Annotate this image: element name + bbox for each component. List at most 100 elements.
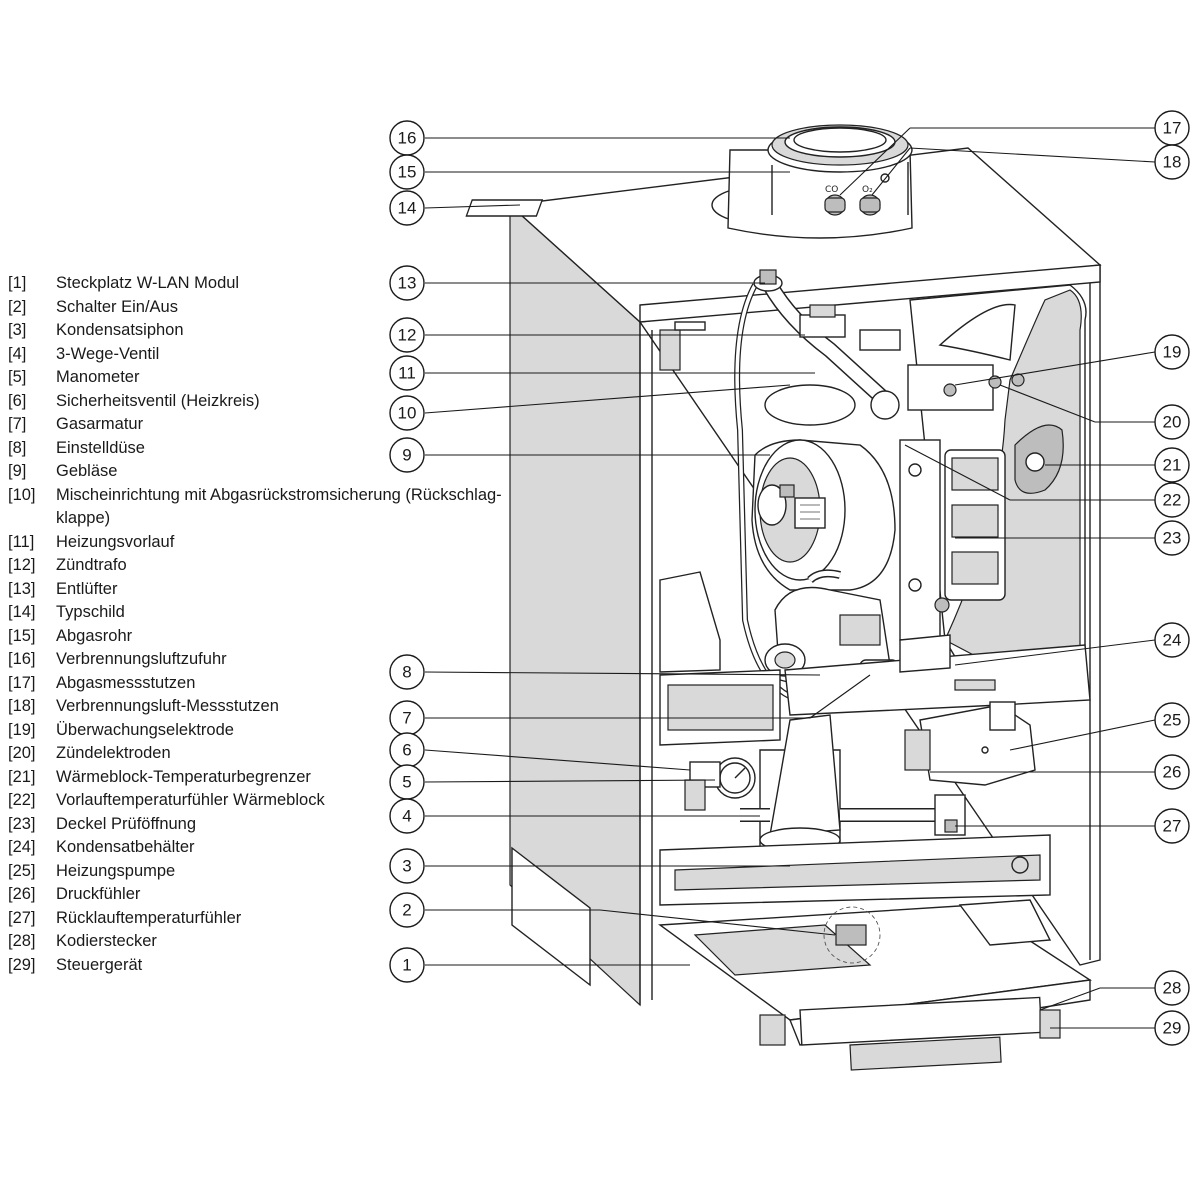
callout-3: 3 bbox=[389, 848, 425, 884]
legend-number: [16] bbox=[8, 650, 36, 668]
three-way-valve bbox=[740, 794, 966, 836]
callout-25: 25 bbox=[1154, 702, 1190, 738]
legend-label: Heizungspumpe bbox=[56, 861, 176, 880]
fan-blower bbox=[751, 384, 896, 591]
legend-item: [1]Steckplatz W-LAN Modul bbox=[8, 272, 508, 296]
callout-1: 1 bbox=[389, 947, 425, 983]
callout-number: 17 bbox=[1163, 119, 1182, 138]
callout-7: 7 bbox=[389, 700, 425, 736]
callout-number: 12 bbox=[398, 326, 417, 345]
legend-item: [4] 3-Wege-Ventil bbox=[8, 343, 508, 367]
legend-item: [8]Einstelldüse bbox=[8, 437, 508, 461]
legend-number: [7] bbox=[8, 415, 27, 433]
legend-number: [14] bbox=[8, 603, 36, 621]
callout-12: 12 bbox=[389, 317, 425, 353]
legend-label: Vorlauftemperaturfühler Wärmeblock bbox=[56, 791, 325, 809]
legend-item: [15]Abgasrohr bbox=[8, 625, 508, 649]
legend-label: Kodierstecker bbox=[56, 932, 157, 950]
callout-number: 20 bbox=[1163, 413, 1182, 432]
legend-item: [2]Schalter Ein/Aus bbox=[8, 296, 508, 320]
legend-label: Sicherheitsventil (Heizkreis) bbox=[56, 391, 260, 410]
callout-number: 11 bbox=[398, 364, 416, 383]
legend-item: [17] Abgasmessstutzen bbox=[8, 672, 508, 696]
callout-21: 21 bbox=[1154, 447, 1190, 483]
callout-17: 17 bbox=[1154, 110, 1190, 146]
legend-number: [6] bbox=[8, 391, 27, 410]
legend-label: Überwachungselektrode bbox=[56, 720, 234, 739]
legend-item: [9]Gebläse bbox=[8, 460, 508, 484]
callout-number: 4 bbox=[402, 807, 411, 826]
callout-number: 28 bbox=[1163, 979, 1182, 998]
callout-5: 5 bbox=[389, 764, 425, 800]
callout-number: 27 bbox=[1163, 817, 1182, 836]
legend-label: Zündelektroden bbox=[56, 744, 171, 762]
callout-13: 13 bbox=[389, 265, 425, 301]
callout-number: 9 bbox=[402, 446, 411, 465]
callout-number: 15 bbox=[398, 163, 417, 182]
legend-label: Schalter Ein/Aus bbox=[56, 297, 178, 316]
legend-item: [25]Heizungspumpe bbox=[8, 860, 508, 884]
legend-label: Steuergerät bbox=[56, 955, 143, 974]
callout-number: 7 bbox=[402, 709, 411, 728]
callout-number: 2 bbox=[402, 901, 411, 920]
legend-number: [23] bbox=[8, 814, 36, 833]
legend-number: [27] bbox=[8, 908, 36, 927]
callout-11: 11 bbox=[389, 355, 425, 391]
callout-26: 26 bbox=[1154, 754, 1190, 790]
callout-27: 27 bbox=[1154, 808, 1190, 844]
callout-24: 24 bbox=[1154, 622, 1190, 658]
legend-number: [20] bbox=[8, 744, 36, 762]
legend-number: [21] bbox=[8, 767, 36, 786]
legend-number: [17] bbox=[8, 673, 36, 692]
legend-number: [28] bbox=[8, 932, 36, 950]
callout-number: 26 bbox=[1163, 763, 1182, 782]
legend-item: [3]Kondensatsiphon bbox=[8, 319, 508, 343]
legend-item: [12]Zündtrafo bbox=[8, 554, 508, 578]
legend-number: [15] bbox=[8, 626, 36, 645]
legend-number: [3] bbox=[8, 321, 27, 339]
legend-item: [13] Entlüfter bbox=[8, 578, 508, 602]
legend-label: Druckfühler bbox=[56, 885, 141, 903]
callout-number: 8 bbox=[402, 663, 411, 682]
legend-number: [10] bbox=[8, 485, 36, 504]
legend-label: Deckel Prüföffnung bbox=[56, 814, 197, 833]
callout-number: 3 bbox=[402, 857, 411, 876]
legend-item: [14]Typschild bbox=[8, 601, 508, 625]
callout-number: 14 bbox=[398, 199, 417, 218]
callout-15: 15 bbox=[389, 154, 425, 190]
legend-number: [4] bbox=[8, 344, 27, 363]
legend-number: [9] bbox=[8, 462, 27, 480]
legend-number: [24] bbox=[8, 838, 36, 856]
heat-exchanger bbox=[899, 284, 1087, 699]
callout-number: 22 bbox=[1163, 491, 1182, 510]
co-port-label: CO bbox=[825, 185, 838, 195]
callout-10: 10 bbox=[389, 395, 425, 431]
legend-item: [19]Überwachungselektrode bbox=[8, 719, 508, 743]
callout-6: 6 bbox=[389, 732, 425, 768]
callout-29: 29 bbox=[1154, 1010, 1190, 1046]
callout-number: 18 bbox=[1163, 153, 1182, 172]
legend-number: [13] bbox=[8, 579, 36, 598]
legend-item: [27] Rücklauftemperaturfühler bbox=[8, 907, 508, 931]
legend-item: [29]Steuergerät bbox=[8, 954, 508, 978]
callout-number: 1 bbox=[402, 956, 411, 975]
legend-item: [6] Sicherheitsventil (Heizkreis) bbox=[8, 390, 508, 414]
legend-label: Steckplatz W-LAN Modul bbox=[56, 274, 240, 292]
callout-number: 23 bbox=[1163, 529, 1182, 548]
heating-pump bbox=[904, 701, 1036, 786]
legend-label: Abgasmessstutzen bbox=[56, 673, 196, 692]
callout-18: 18 bbox=[1154, 144, 1190, 180]
legend-label: Rücklauftemperaturfühler bbox=[56, 908, 242, 927]
callout-4: 4 bbox=[389, 798, 425, 834]
callout-9: 9 bbox=[389, 437, 425, 473]
legend-number: [18] bbox=[8, 697, 36, 715]
o2-port-label: O₂ bbox=[862, 185, 873, 195]
legend-label: 3-Wege-Ventil bbox=[56, 344, 160, 363]
callout-number: 6 bbox=[402, 741, 411, 760]
legend-label: Entlüfter bbox=[56, 579, 118, 598]
flue-assembly: CO O₂ bbox=[711, 124, 913, 239]
legend-item: [18]Verbrennungsluft-Messstutzen bbox=[8, 695, 508, 719]
legend-item: [5]Manometer bbox=[8, 366, 508, 390]
callout-20: 20 bbox=[1154, 404, 1190, 440]
callout-number: 13 bbox=[398, 274, 417, 293]
